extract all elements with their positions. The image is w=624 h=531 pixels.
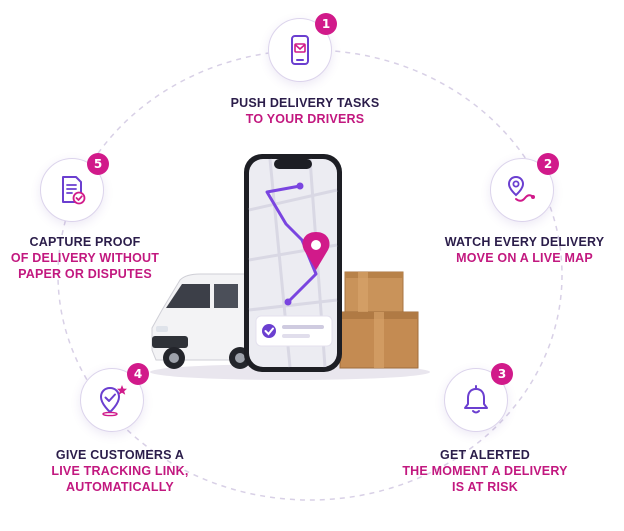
step-5-label: CAPTURE PROOF OF DELIVERY WITHOUT PAPER … (10, 234, 160, 282)
step-1-heading: PUSH DELIVERY TASKS (230, 96, 380, 110)
step-2-heading: WATCH EVERY DELIVERY (444, 235, 605, 249)
step-1-badge: 1 (315, 13, 337, 35)
step-5-circle: 5 (40, 153, 109, 222)
step-4-subheading: LIVE TRACKING LINK, (51, 464, 189, 478)
step-2-subheading: MOVE ON A LIVE MAP (456, 251, 593, 265)
document-check-icon (62, 176, 86, 205)
step-5-subheading-line2: PAPER OR DISPUTES (18, 267, 152, 281)
location-check-star-icon (99, 385, 127, 417)
delivery-van (151, 273, 259, 369)
step-4-badge: 4 (127, 363, 149, 385)
step-2-badge: 2 (537, 153, 559, 175)
step-4-heading: GIVE CUSTOMERS A (55, 448, 185, 462)
step-5-badge: 5 (87, 153, 109, 175)
step-4-label: GIVE CUSTOMERS A LIVE TRACKING LINK, AUT… (20, 447, 220, 495)
cardboard-boxes (339, 271, 419, 369)
route-map-pin-icon (507, 175, 535, 202)
bell-icon (464, 385, 488, 414)
step-1-subheading: TO YOUR DRIVERS (245, 112, 365, 126)
smartphone (244, 154, 342, 372)
step-2-circle: 2 (490, 153, 559, 222)
step-3-circle: 3 (444, 363, 513, 432)
mobile-message-icon (291, 35, 309, 65)
step-4-circle: 4 (80, 363, 149, 432)
step-5-heading: CAPTURE PROOF (29, 235, 141, 249)
step-5-subheading: OF DELIVERY WITHOUT (10, 251, 160, 265)
step-3-subheading-line2: IS AT RISK (452, 480, 518, 494)
delivery-illustration (150, 154, 430, 380)
step-1-label: PUSH DELIVERY TASKS TO YOUR DRIVERS (200, 95, 410, 127)
step-2-label: WATCH EVERY DELIVERY MOVE ON A LIVE MAP (432, 234, 617, 266)
step-3-badge: 3 (491, 363, 513, 385)
step-3-heading: GET ALERTED (440, 448, 530, 462)
step-3-label: GET ALERTED THE MOMENT A DELIVERY IS AT … (380, 447, 590, 495)
step-1-circle: 1 (268, 13, 337, 82)
step-4-subheading-line2: AUTOMATICALLY (66, 480, 174, 494)
step-3-subheading: THE MOMENT A DELIVERY (402, 464, 568, 478)
